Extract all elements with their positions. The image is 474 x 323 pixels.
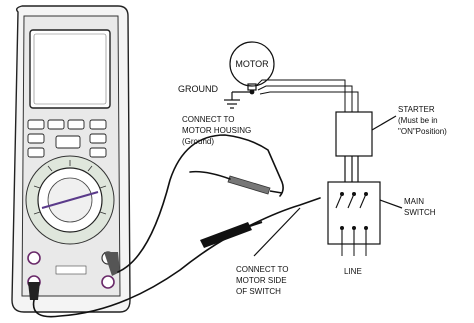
motor: MOTOR <box>229 41 275 95</box>
svg-text:MAIN: MAIN <box>404 197 424 206</box>
main-switch-label: MAIN SWITCH <box>404 197 436 217</box>
connect-switch-label: CONNECT TO MOTOR SIDE OF SWITCH <box>236 265 288 296</box>
svg-text:CONNECT TO: CONNECT TO <box>236 265 288 274</box>
svg-text:STARTER: STARTER <box>398 105 435 114</box>
meter-display <box>29 29 111 109</box>
svg-text:CONNECT TO: CONNECT TO <box>182 115 234 124</box>
svg-text:(Must be in: (Must be in <box>398 116 438 125</box>
svg-text:OF SWITCH: OF SWITCH <box>236 287 281 296</box>
ground-probe <box>189 170 283 195</box>
starter-label: STARTER (Must be in "ON"Position) <box>398 105 447 136</box>
svg-text:"ON"Position): "ON"Position) <box>398 127 447 136</box>
svg-text:(Ground): (Ground) <box>182 137 214 146</box>
ground-label: GROUND <box>178 84 218 94</box>
starter <box>335 111 373 182</box>
main-switch <box>327 181 381 256</box>
switch-probe <box>200 221 263 248</box>
ground-symbol <box>224 91 252 109</box>
test-lead-switch <box>32 197 321 318</box>
svg-text:MOTOR HOUSING: MOTOR HOUSING <box>182 126 251 135</box>
line-label: LINE <box>344 267 362 276</box>
rotary-dial <box>25 155 115 245</box>
svg-text:MOTOR SIDE: MOTOR SIDE <box>236 276 287 285</box>
test-lead-ground <box>117 134 284 273</box>
motor-wiring <box>255 79 359 112</box>
connect-housing-label: CONNECT TO MOTOR HOUSING (Ground) <box>182 115 251 146</box>
meter-buttons <box>27 119 107 158</box>
svg-text:SWITCH: SWITCH <box>404 208 436 217</box>
motor-label: MOTOR <box>235 59 269 69</box>
multimeter <box>11 5 131 313</box>
